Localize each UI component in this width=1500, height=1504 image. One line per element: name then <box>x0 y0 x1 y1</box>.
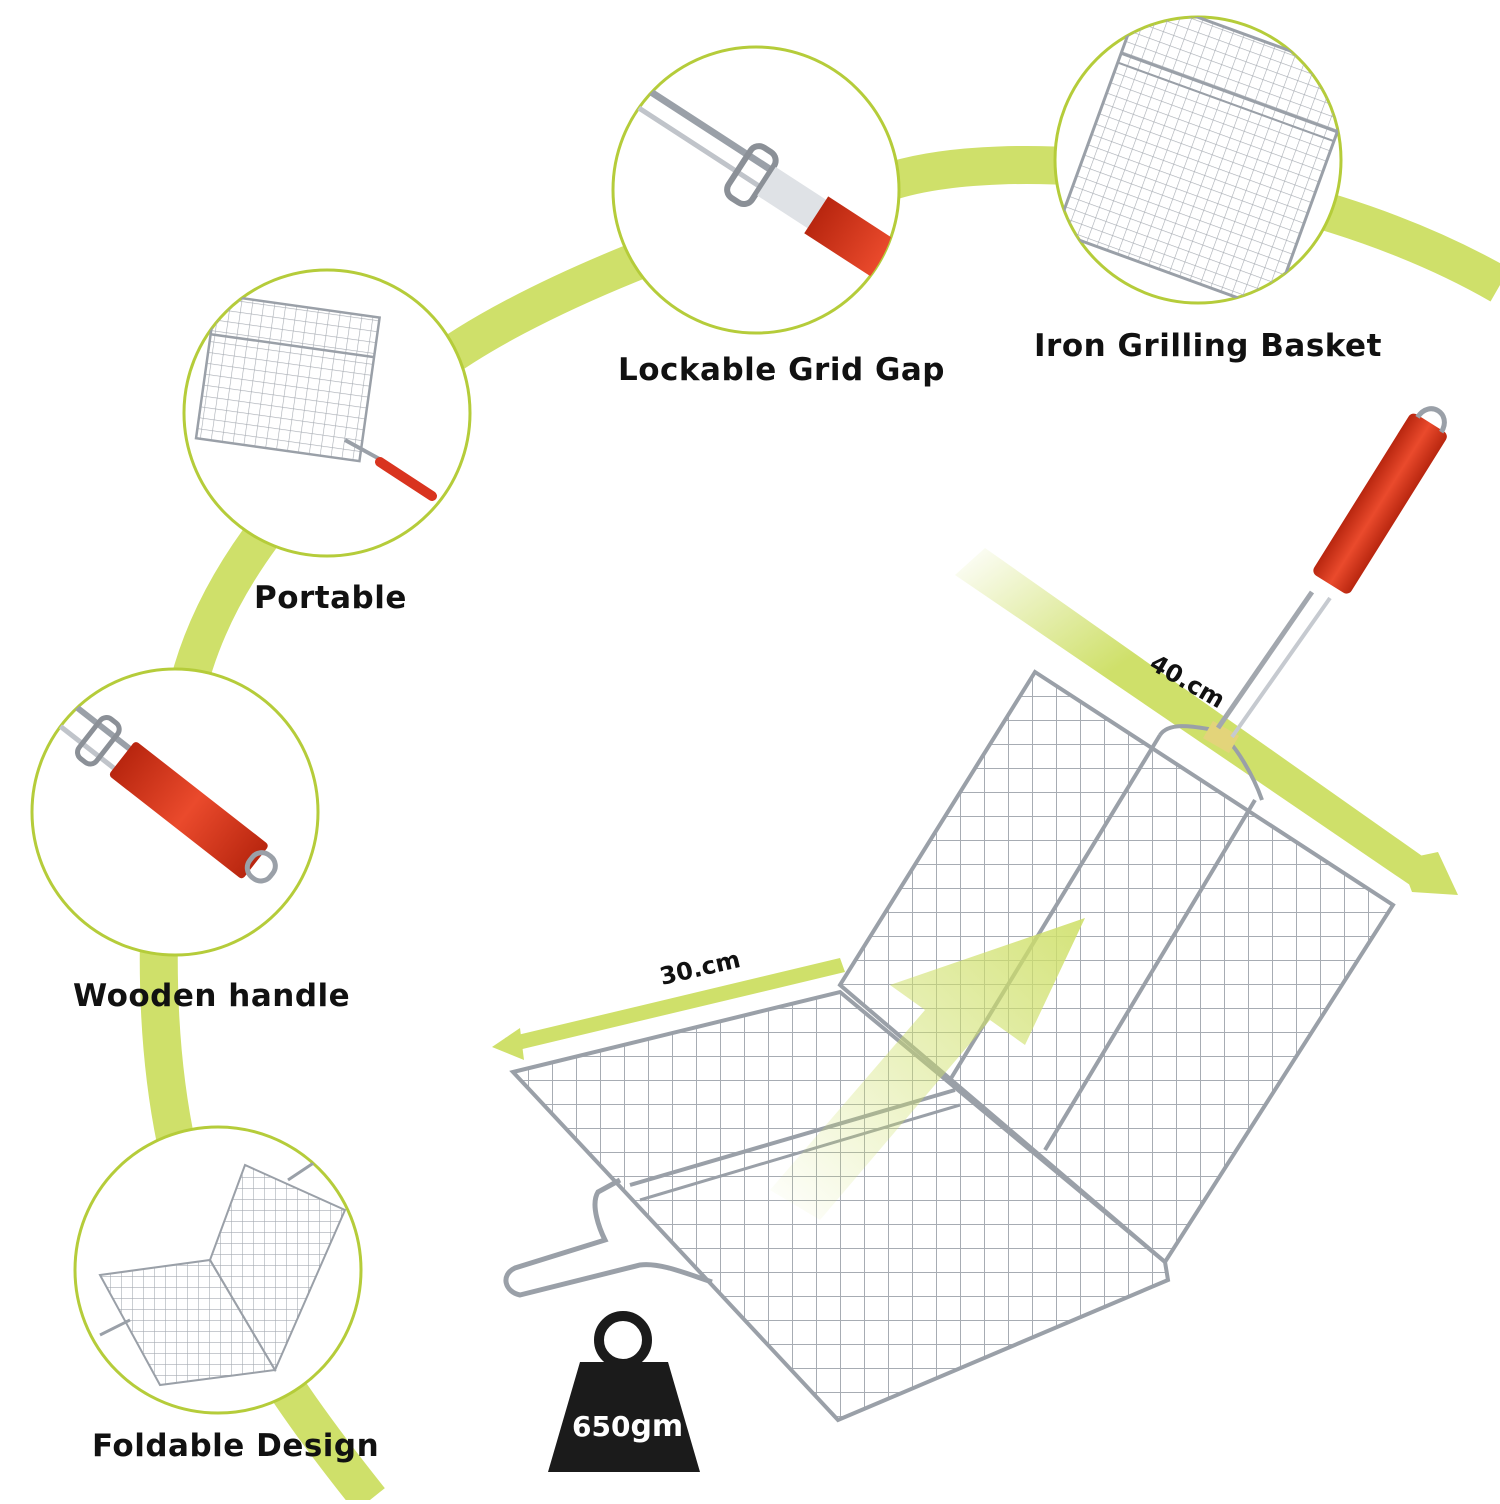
weight-unit: gm <box>630 1409 683 1444</box>
width-dimension-arrow <box>492 958 845 1060</box>
grill-basket-with-handle-icon <box>194 293 437 501</box>
main-grill-basket-image: 40.cm 30.cm <box>492 406 1458 1423</box>
feature-label-portable: Portable <box>254 580 407 616</box>
feature-label-wooden-handle: Wooden handle <box>73 978 351 1014</box>
grill-base-handle <box>503 1177 713 1298</box>
width-dimension-label: 30.cm <box>657 945 743 991</box>
feature-circle-lockable <box>611 45 901 335</box>
svg-text:650gm: 650gm <box>572 1409 683 1444</box>
feature-label-foldable: Foldable Design <box>92 1428 380 1464</box>
feature-circle-portable <box>182 268 472 558</box>
weight-value: 650 <box>572 1410 630 1443</box>
grill-basket-closeup-icon <box>1055 17 1341 303</box>
feature-label-iron-basket: Iron Grilling Basket <box>1034 328 1382 364</box>
fold-direction-arrow <box>770 918 1085 1220</box>
feature-label-lockable: Lockable Grid Gap <box>618 352 945 388</box>
length-dimension-arrow <box>955 548 1458 895</box>
main-wooden-handle <box>1313 406 1447 594</box>
weight-icon: 650gm <box>548 1311 700 1472</box>
grill-base-panel <box>509 989 1171 1423</box>
feature-circle-iron-basket <box>1053 15 1343 305</box>
feature-circle-foldable <box>73 1125 363 1415</box>
folded-basket-icon <box>98 1158 347 1387</box>
feature-circle-wooden-handle <box>30 667 320 957</box>
